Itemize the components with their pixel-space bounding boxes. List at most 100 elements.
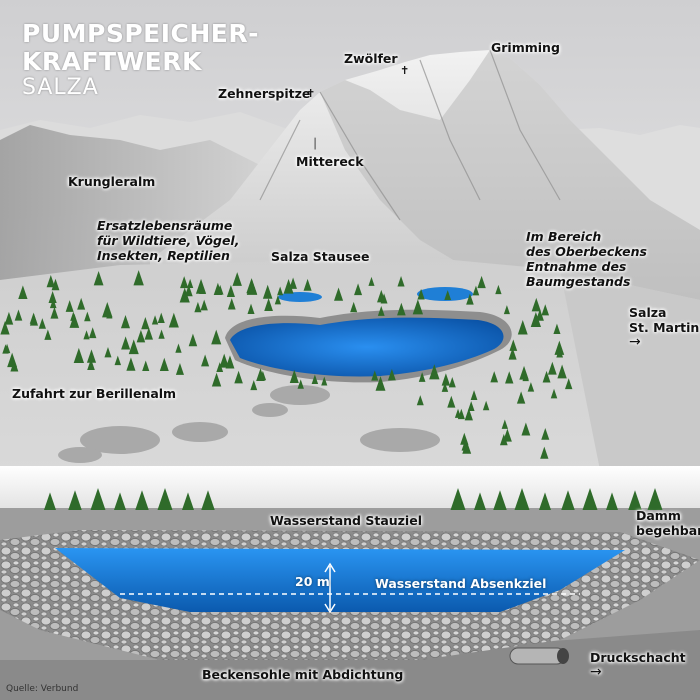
arrow-right-icon: → (590, 664, 602, 680)
tree-icon (334, 287, 344, 301)
depth-arrow-head-top (324, 562, 336, 573)
label-salza-line-2: St. Martin (629, 320, 700, 335)
tree-icon (159, 357, 169, 371)
tree-icon (88, 327, 97, 339)
note-basin-line-4: Baumgestands (526, 274, 631, 289)
tree-icon (84, 311, 91, 322)
reservoir-water (55, 548, 625, 612)
tree-icon (135, 490, 149, 510)
tree-icon (556, 347, 564, 358)
tree-icon (521, 422, 531, 436)
tree-icon (530, 312, 541, 328)
tree-icon (311, 374, 319, 385)
landscape-scene (0, 0, 700, 470)
tree-icon (250, 380, 258, 391)
tree-icon (136, 329, 146, 343)
page-subtitle: SALZA (22, 75, 99, 100)
tree-icon (477, 275, 486, 289)
tree-icon (517, 319, 528, 335)
tree-icon (472, 285, 480, 296)
tree-icon (234, 370, 243, 384)
tree-icon (4, 311, 14, 325)
arrow-right-icon: → (629, 334, 641, 350)
tree-icon (141, 317, 150, 330)
tree-icon (86, 349, 97, 363)
tree-icon (557, 364, 567, 379)
tree-icon (264, 298, 273, 311)
tree-icon (114, 355, 122, 366)
tree-icon (226, 285, 235, 297)
tree-icon (38, 318, 46, 329)
label-wasserstand-stauziel: Wasserstand Stauziel (270, 513, 422, 528)
rocks (58, 385, 440, 463)
label-damm-begehbar: Damm begehbar (636, 508, 700, 538)
tree-icon (201, 354, 210, 367)
tree-icon (168, 312, 179, 328)
tree-icon (582, 488, 598, 510)
tree-icon (50, 306, 59, 319)
grimming-shadow (320, 50, 700, 300)
tree-icon (158, 329, 165, 339)
tree-icon (539, 492, 551, 510)
tree-icon (508, 347, 517, 360)
tree-icon (121, 336, 131, 350)
note-habitat-line-1: Ersatzlebensräume (97, 218, 233, 233)
tree-icon (274, 295, 281, 305)
label-depth: 20 m (295, 574, 330, 589)
tree-icon (29, 312, 38, 324)
tree-icon (289, 277, 297, 289)
tree-icon (606, 492, 618, 510)
tree-icon (350, 301, 358, 313)
tree-icon (397, 276, 405, 287)
note-basin-line-1: Im Bereich (526, 229, 602, 244)
tree-icon (564, 378, 573, 390)
label-beckensohle: Beckensohle mit Abdichtung (202, 667, 404, 682)
tree-icon (277, 286, 284, 296)
tree-icon (470, 390, 478, 401)
tree-icon (505, 371, 514, 384)
label-wasserstand-absenkziel: Wasserstand Absenkziel (375, 576, 547, 591)
tree-icon (180, 276, 189, 289)
tree-icon (157, 488, 173, 510)
tree-icon (441, 373, 451, 386)
tree-icon (73, 347, 85, 363)
tree-icon (368, 276, 375, 286)
note-habitat: Ersatzlebensräume für Wildtiere, Vögel, … (97, 218, 239, 263)
tree-icon (377, 305, 385, 316)
tree-icon (48, 290, 57, 303)
marker-line-icon: │ (312, 139, 319, 150)
note-basin-line-3: Entnahme des (526, 259, 627, 274)
tree-icon (441, 382, 449, 392)
note-basin-line-2: des Oberbeckens (526, 244, 647, 259)
tree-icon (247, 279, 258, 295)
tree-icon (227, 298, 236, 310)
title-line-1: PUMPSPEICHER- (22, 19, 260, 48)
tree-icon (561, 490, 575, 510)
tree-icon (199, 284, 206, 294)
label-damm-line-2: begehbar (636, 523, 700, 538)
tree-icon (211, 329, 222, 345)
forest (0, 270, 573, 459)
note-basin: Im Bereich des Oberbeckens Entnahme des … (526, 229, 647, 289)
tree-icon (188, 333, 198, 347)
tree-icon (144, 327, 153, 340)
note-habitat-line-2: für Wildtiere, Vögel, (97, 233, 240, 248)
tree-icon (283, 279, 294, 294)
tree-icon (68, 490, 82, 510)
tree-icon (128, 339, 139, 355)
tree-icon (46, 274, 56, 288)
tree-icon (509, 339, 518, 351)
label-zehnerspitze: Zehnerspitze (218, 86, 311, 101)
tree-icon (3, 343, 11, 354)
tree-icon (444, 290, 452, 301)
tree-icon (49, 298, 57, 309)
tree-icon (628, 490, 642, 510)
tree-icon (44, 329, 52, 340)
tree-icon (541, 427, 550, 440)
tree-icon (18, 285, 28, 299)
title-line-2: KRAFTWERK (22, 47, 202, 76)
tree-icon (179, 287, 190, 303)
tree-icon (474, 492, 486, 510)
